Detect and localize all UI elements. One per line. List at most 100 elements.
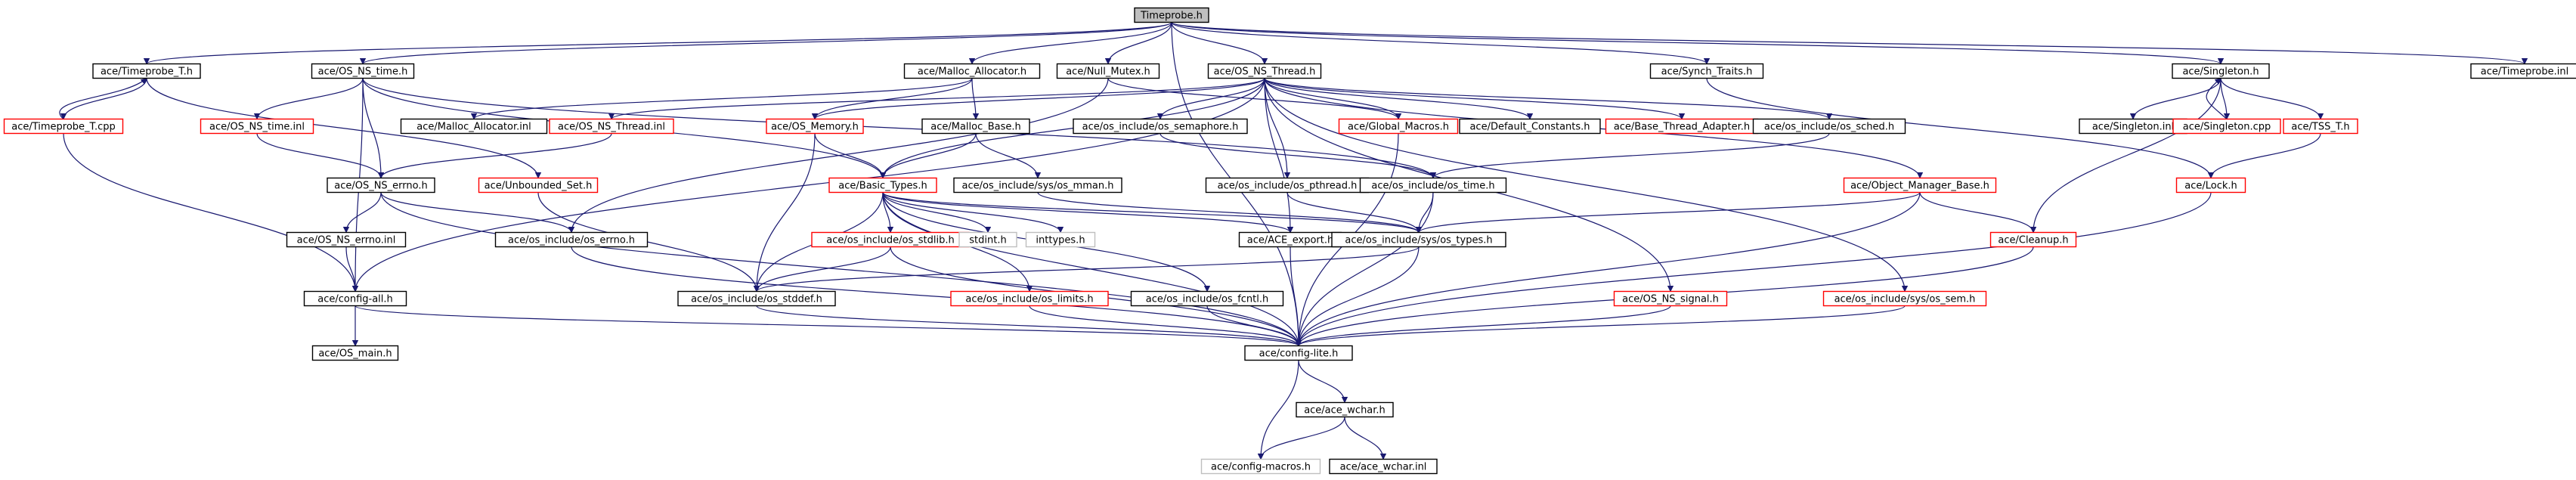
node-stdint-h[interactable]: stdint.h [958,231,1017,248]
node-inttypes-h[interactable]: inttypes.h [1025,231,1096,248]
node-os-ns-time-h[interactable]: ace/OS_NS_time.h [311,63,415,79]
node-label: ace/os_include/os_pthread.h [1218,181,1358,192]
node-box [1056,63,1160,79]
edge-os_ns_time_h-to-os_time_h [362,78,1437,179]
node-lock-h[interactable]: ace/Lock.h [2175,177,2246,194]
node-os-mman-h[interactable]: ace/os_include/sys/os_mman.h [953,177,1122,194]
node-box [1207,63,1322,79]
node-os-types-h[interactable]: ace/os_include/sys/os_types.h [1331,231,1506,248]
edge-os_ns_thread_h-to-default_constants_h [1264,78,1534,120]
node-synch-traits-h[interactable]: ace/Synch_Traits.h [1649,63,1764,79]
node-timeprobe-t-h[interactable]: ace/Timeprobe_T.h [92,63,201,79]
node-os-ns-time-inl[interactable]: ace/OS_NS_time.inl [200,118,314,135]
edge-os_ns_thread_h-to-os_sched_h [1264,77,1832,120]
node-box [2283,118,2358,135]
node-label: ace/config-lite.h [1259,348,1339,360]
node-os-limits-h[interactable]: ace/os_include/os_limits.h [950,290,1109,307]
edge-synch_traits_h-to-lock_h [1706,78,2215,179]
edge-singleton_cpp-to-singleton_h [2206,77,2228,119]
node-box [1329,458,1438,475]
node-os-time-h[interactable]: ace/os_include/os_time.h [1359,177,1507,194]
node-timeprobe-inl[interactable]: ace/Timeprobe.inl [2470,63,2576,79]
node-config-all-h[interactable]: ace/config-all.h [303,290,407,307]
node-os-ns-errno-h[interactable]: ace/OS_NS_errno.h [327,177,435,194]
node-unbounded-set-h[interactable]: ace/Unbounded_Set.h [478,177,599,194]
node-label: ace/Global_Macros.h [1348,122,1449,133]
node-os-ns-thread-h[interactable]: ace/OS_NS_Thread.h [1207,63,1322,79]
node-label: ace/OS_NS_Thread.inl [558,122,665,133]
edge-os_pthread_h-to-os_types_h [1286,192,1423,234]
node-singleton-h[interactable]: ace/Singleton.h [2172,63,2270,79]
node-tss-t-h[interactable]: ace/TSS_T.h [2283,118,2358,135]
node-config-lite-h[interactable]: ace/config-lite.h [1244,345,1353,361]
node-box [478,177,599,194]
node-box [2470,63,2576,79]
node-box [677,290,836,307]
node-box [1338,118,1459,135]
node-os-sem-h[interactable]: ace/os_include/sys/os_sem.h [1822,290,1987,307]
node-root[interactable]: Timeprobe.h [1134,7,1209,23]
node-label: ace/Base_Thread_Adapter.h [1614,122,1750,133]
node-box [828,177,937,194]
edge-os_ns_thread_inl-to-os_ns_errno_h [377,133,612,179]
node-label: ace/Null_Mutex.h [1066,67,1150,78]
node-box [549,118,674,135]
edge-os_ns_errno_h-to-os_ns_errno_inl [342,192,382,234]
node-cleanup-h[interactable]: ace/Cleanup.h [1989,231,2077,248]
node-box [311,63,415,79]
node-box [1130,290,1284,307]
node-label: ace/Timeprobe.inl [2481,67,2568,78]
node-malloc-base-h[interactable]: ace/Malloc_Base.h [921,118,1030,135]
node-label: ace/OS_main.h [318,348,392,360]
node-ace-wchar-inl[interactable]: ace/ace_wchar.inl [1329,458,1438,475]
node-os-semaphore-h[interactable]: ace/os_include/os_semaphore.h [1073,118,1248,135]
node-os-memory-h[interactable]: ace/OS_Memory.h [766,118,864,135]
node-malloc-allocator-inl[interactable]: ace/Malloc_Allocator.inl [400,118,548,135]
node-label: ace/config-macros.h [1211,462,1311,473]
edge-object_manager_base_h-to-cleanup_h [1919,192,2037,234]
node-default-constants-h[interactable]: ace/Default_Constants.h [1459,118,1601,135]
node-label: ace/os_include/os_semaphore.h [1082,122,1239,133]
edge-lock_h-to-config_lite_h [1295,192,2212,347]
node-null-mutex-h[interactable]: ace/Null_Mutex.h [1056,63,1160,79]
node-os-stddef-h[interactable]: ace/os_include/os_stddef.h [677,290,836,307]
edge-root-to-null_mutex_h [1104,22,1172,65]
node-basic-types-h[interactable]: ace/Basic_Types.h [828,177,937,194]
edge-malloc_base_h-to-basic_types_h [879,133,977,179]
node-os-sched-h[interactable]: ace/os_include/os_sched.h [1752,118,1906,135]
node-label: ace/Lock.h [2184,181,2237,192]
node-os-fcntl-h[interactable]: ace/os_include/os_fcntl.h [1130,290,1284,307]
node-os-errno-h[interactable]: ace/os_include/os_errno.h [494,231,649,248]
edge-malloc_allocator_h-to-malloc_allocator_inl [470,77,973,120]
edge-object_manager_base_h-to-os_types_h [1415,191,1921,234]
edge-ace_wchar_h-to-config_macros_h [1257,417,1345,460]
node-label: ace/Timeprobe_T.cpp [11,122,116,133]
node-ace-export-h[interactable]: ace/ACE_export.h [1238,231,1342,248]
node-timeprobe-t-cpp[interactable]: ace/Timeprobe_T.cpp [3,118,124,135]
node-singleton-cpp[interactable]: ace/Singleton.cpp [2172,118,2281,135]
node-label: ace/os_include/os_time.h [1371,181,1494,192]
node-box [1025,231,1096,248]
node-box [2175,177,2246,194]
node-os-ns-errno-inl[interactable]: ace/OS_NS_errno.inl [286,231,407,248]
edge-config_lite_h-to-config_macros_h [1257,360,1299,460]
node-base-thread-adapter-h[interactable]: ace/Base_Thread_Adapter.h [1605,118,1759,135]
node-box [311,345,399,361]
node-box [327,177,435,194]
node-config-macros-h[interactable]: ace/config-macros.h [1200,458,1321,475]
node-singleton-inl[interactable]: ace/Singleton.inl [2079,118,2187,135]
node-os-ns-thread-inl[interactable]: ace/OS_NS_Thread.inl [549,118,674,135]
node-label: ace/os_include/os_stdlib.h [826,235,954,246]
node-box [1244,345,1353,361]
node-ace-wchar-h[interactable]: ace/ace_wchar.h [1296,401,1394,418]
node-object-manager-base-h[interactable]: ace/Object_Manager_Base.h [1843,177,1997,194]
node-os-stdlib-h[interactable]: ace/os_include/os_stdlib.h [811,231,970,248]
node-malloc-allocator-h[interactable]: ace/Malloc_Allocator.h [903,63,1041,79]
node-global-macros-h[interactable]: ace/Global_Macros.h [1338,118,1459,135]
edge-os_ns_time_inl-to-os_ns_errno_h [256,133,385,179]
node-os-pthread-h[interactable]: ace/os_include/os_pthread.h [1205,177,1370,194]
node-os-ns-signal-h[interactable]: ace/OS_NS_signal.h [1613,290,1728,307]
node-label: ace/ace_wchar.h [1304,405,1386,417]
node-os-main-h[interactable]: ace/OS_main.h [311,345,399,361]
node-label: ace/os_include/os_stddef.h [691,294,822,305]
